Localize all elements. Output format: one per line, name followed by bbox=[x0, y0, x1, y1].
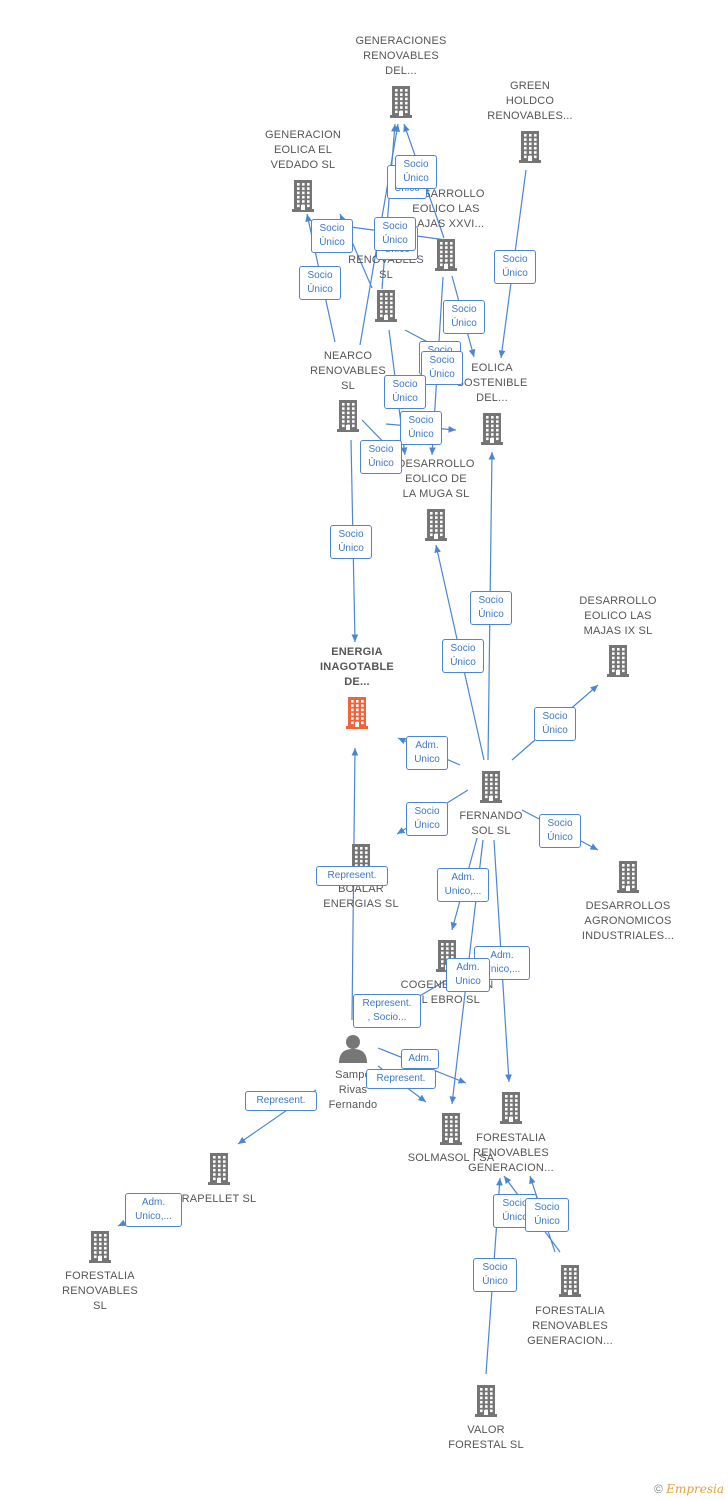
building-icon[interactable] bbox=[440, 1111, 462, 1145]
edge-label[interactable]: Socio Único bbox=[442, 639, 484, 673]
building-icon[interactable] bbox=[208, 1151, 230, 1185]
node-label-des-agronomicos[interactable]: DESARROLLOS AGRONOMICOS INDUSTRIALES... bbox=[581, 900, 675, 942]
edge-label[interactable]: Socio Único bbox=[400, 411, 442, 445]
building-icon[interactable] bbox=[500, 1090, 522, 1124]
building-icon[interactable] bbox=[480, 769, 502, 803]
edge-label[interactable]: Socio Único bbox=[360, 440, 402, 474]
building-icon[interactable] bbox=[435, 237, 457, 271]
edge-label[interactable]: Socio Único bbox=[311, 219, 353, 253]
node-label-green-holdco[interactable]: GREEN HOLDCO RENOVABLES... bbox=[487, 80, 573, 122]
copyright-mark: © bbox=[654, 1482, 663, 1496]
edge-label[interactable]: Socio Único bbox=[299, 266, 341, 300]
edge-label[interactable]: Socio Único bbox=[539, 814, 581, 848]
edge-label[interactable]: Socio Único bbox=[421, 351, 463, 385]
edge-label[interactable]: Represent. , Socio... bbox=[353, 994, 421, 1028]
edge-label[interactable]: Socio Único bbox=[534, 707, 576, 741]
brand-name: Empresia bbox=[666, 1482, 724, 1496]
edge-label[interactable]: Adm. Unico bbox=[446, 958, 490, 992]
edge-label[interactable]: Socio Único bbox=[330, 525, 372, 559]
edge-label[interactable]: Socio Único bbox=[443, 300, 485, 334]
person-icon[interactable] bbox=[338, 1033, 368, 1063]
edge-label[interactable]: Socio Único bbox=[406, 802, 448, 836]
node-label-gen-renov-del[interactable]: GENERACIONES RENOVABLES DEL... bbox=[355, 35, 447, 77]
building-icon[interactable] bbox=[559, 1263, 581, 1297]
edge-label[interactable]: Adm. Unico bbox=[406, 736, 448, 770]
edge-label[interactable]: Socio Único bbox=[470, 591, 512, 625]
node-label-valor-forestal[interactable]: VALOR FORESTAL SL bbox=[448, 1424, 524, 1451]
edge-label[interactable]: Represent. bbox=[316, 866, 388, 886]
node-label-forestalia-sl[interactable]: FORESTALIA RENOVABLES SL bbox=[62, 1270, 138, 1312]
edge-label[interactable]: Represent. bbox=[245, 1091, 317, 1111]
node-label-forestalia-gen-b[interactable]: FORESTALIA RENOVABLES GENERACION... bbox=[527, 1305, 613, 1347]
edge-label[interactable]: Socio Único bbox=[395, 155, 437, 189]
building-icon[interactable] bbox=[617, 859, 639, 893]
edge-label[interactable]: Socio Único bbox=[384, 375, 426, 409]
edge-label[interactable]: Socio Único bbox=[374, 217, 416, 251]
building-icon[interactable] bbox=[337, 398, 359, 432]
node-label-boalar[interactable]: BOALAR ENERGIAS SL bbox=[323, 883, 399, 910]
edge-label[interactable]: Adm. Unico,... bbox=[125, 1193, 182, 1227]
building-icon[interactable] bbox=[425, 507, 447, 541]
node-label-fernando-sol[interactable]: FERNANDO SOL SL bbox=[459, 810, 523, 837]
edge-label[interactable]: Adm. bbox=[401, 1049, 439, 1069]
node-label-gen-eolica-vedado[interactable]: GENERACION EOLICA EL VEDADO SL bbox=[265, 129, 341, 171]
node-label-rapellet[interactable]: RAPELLET SL bbox=[181, 1193, 257, 1205]
building-icon[interactable] bbox=[475, 1383, 497, 1417]
node-label-eolica-sostenible[interactable]: EOLICA SOSTENIBLE DEL... bbox=[456, 362, 528, 404]
building-icon[interactable] bbox=[89, 1229, 111, 1263]
node-label-des-majas-ix[interactable]: DESARROLLO EOLICO LAS MAJAS IX SL bbox=[579, 595, 657, 637]
building-icon[interactable] bbox=[607, 643, 629, 677]
node-label-nearco[interactable]: NEARCO RENOVABLES SL bbox=[310, 350, 386, 392]
empresia-brand: © Empresia bbox=[654, 1482, 724, 1496]
edge-label[interactable]: Socio Único bbox=[473, 1258, 517, 1292]
edge-label[interactable]: Socio Único bbox=[494, 250, 536, 284]
node-label-forestalia-gen-a[interactable]: FORESTALIA RENOVABLES GENERACION... bbox=[468, 1132, 554, 1174]
edge-label[interactable]: Adm. Unico,... bbox=[437, 868, 489, 902]
node-label-des-la-muga[interactable]: DESARROLLO EOLICO DE LA MUGA SL bbox=[397, 458, 475, 500]
edge-label[interactable]: Socio Único bbox=[525, 1198, 569, 1232]
building-icon[interactable] bbox=[519, 129, 541, 163]
building-icon[interactable] bbox=[375, 288, 397, 322]
node-label-sampe[interactable]: Sampe Rivas Fernando bbox=[328, 1069, 378, 1111]
node-label-solmasol[interactable]: SOLMASOL I SA bbox=[407, 1152, 495, 1164]
building-icon[interactable] bbox=[346, 695, 368, 729]
building-icon[interactable] bbox=[481, 411, 503, 445]
building-icon[interactable] bbox=[292, 178, 314, 212]
node-label-energia-inagotable[interactable]: ENERGIA INAGOTABLE DE... bbox=[320, 646, 394, 688]
edge-label[interactable]: Represent. bbox=[366, 1069, 436, 1089]
building-icon[interactable] bbox=[390, 84, 412, 118]
